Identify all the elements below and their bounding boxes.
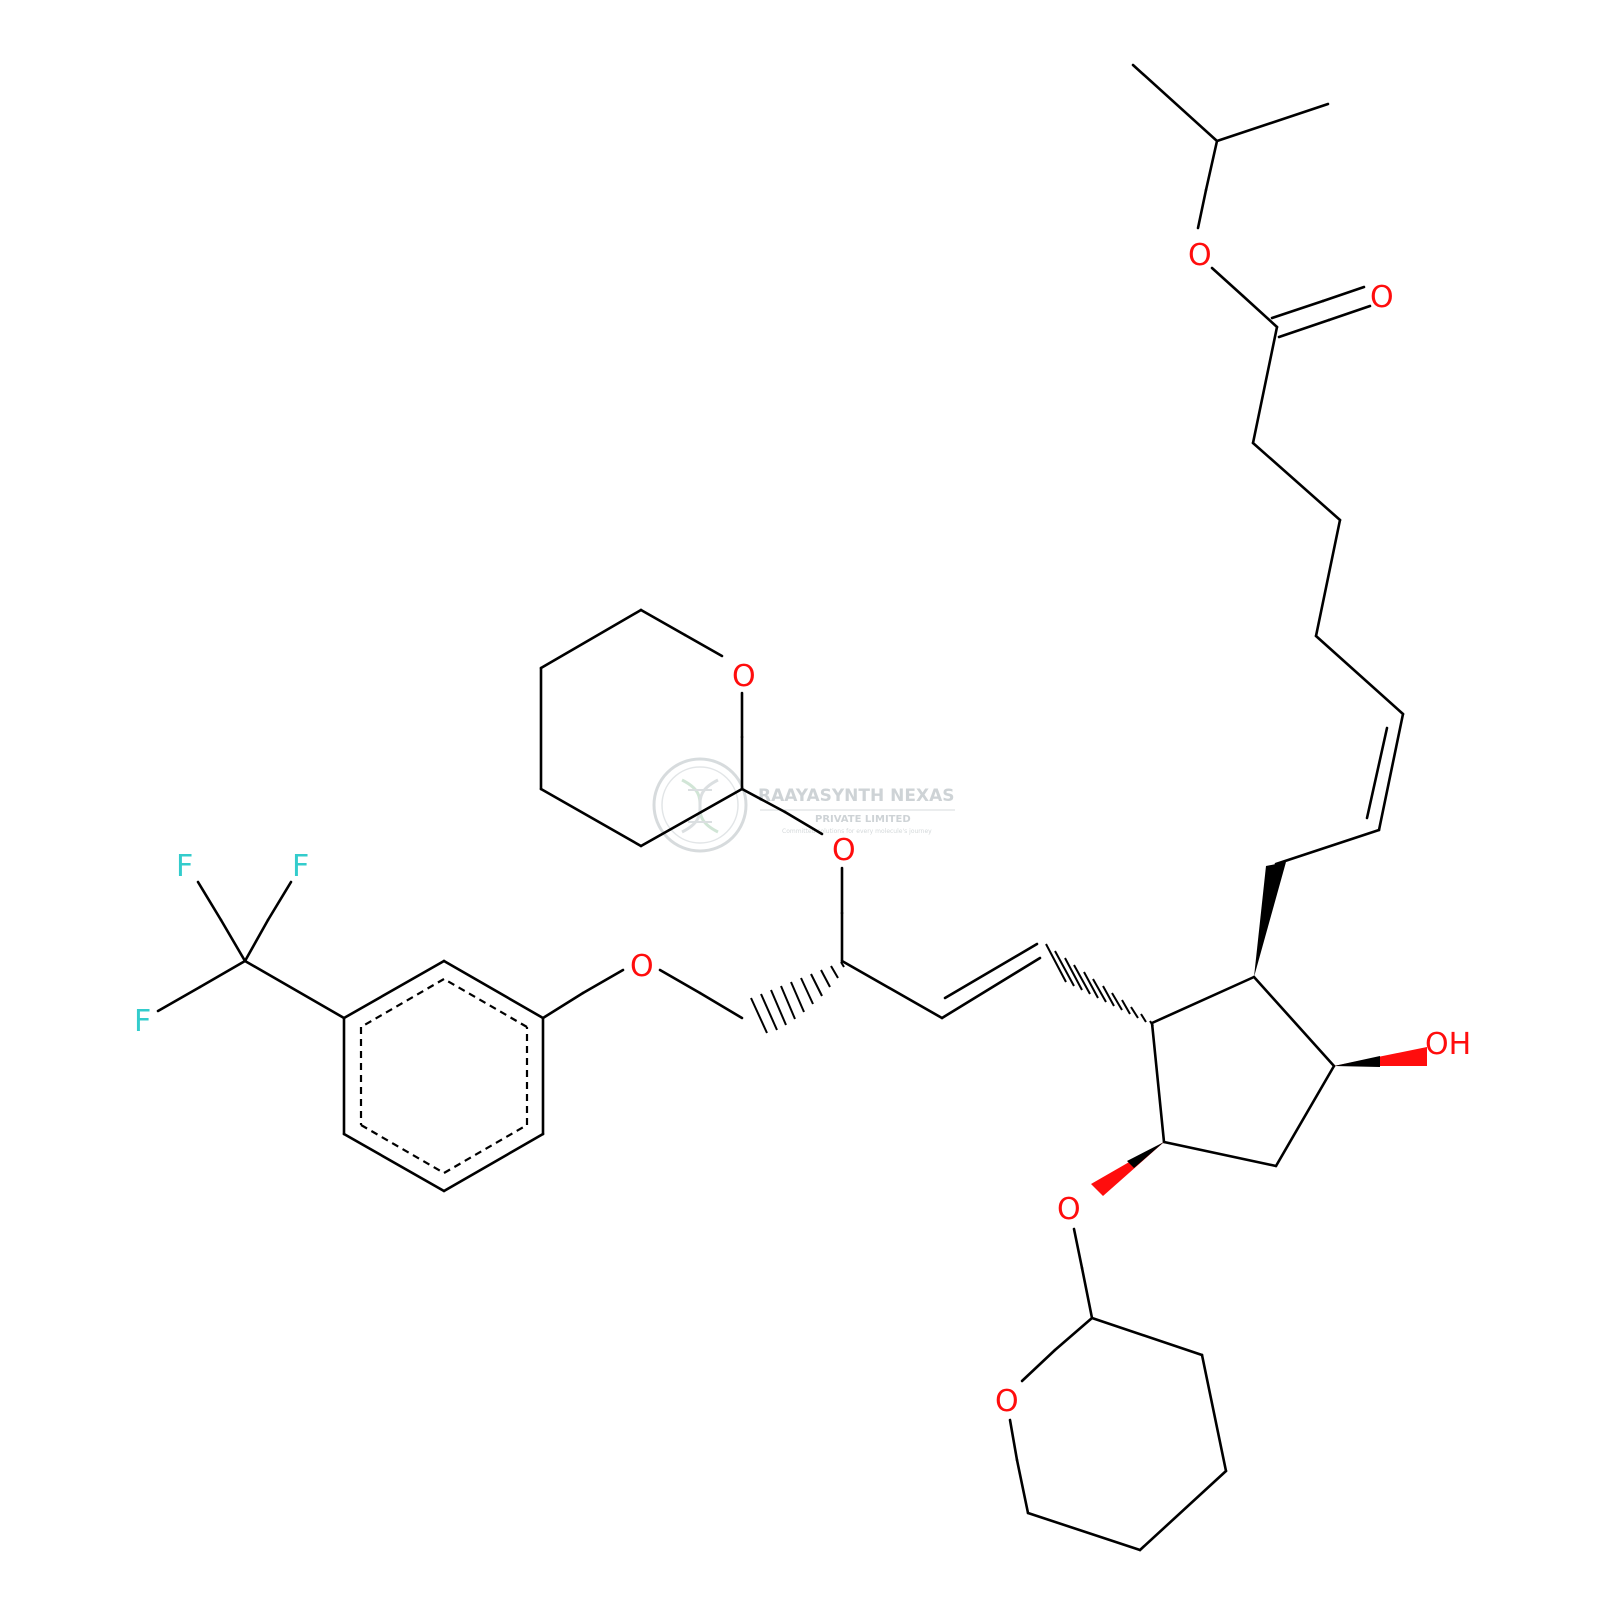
atom-o-ether: O <box>630 949 654 984</box>
atom-o-thp-top-link: O <box>832 833 856 868</box>
hash-bond-ch2 <box>750 961 845 1034</box>
cf3-group <box>156 880 346 1020</box>
watermark-tagline: Committed solutions for every molecule's… <box>782 828 932 835</box>
vinyl-double-bond <box>840 942 1042 1020</box>
atom-f-3: F <box>134 1004 151 1039</box>
thp-top-ring <box>539 608 824 848</box>
watermark-title: RAAYASYNTH NEXAS <box>758 786 955 806</box>
watermark: RAAYASYNTH NEXAS PRIVATE LIMITED Committ… <box>652 757 955 853</box>
benzene-ring <box>342 959 545 1193</box>
wedge-bond-chain <box>1254 862 1286 977</box>
atom-o-ester: O <box>1188 238 1212 273</box>
dna-logo-icon <box>652 757 748 853</box>
hash-bond-vinyl <box>1045 943 1154 1027</box>
thp-bottom-ring <box>1008 1227 1228 1552</box>
isopropyl-group <box>1131 63 1330 230</box>
atom-f-2: F <box>292 849 309 884</box>
atom-o-thp-top-ring: O <box>732 659 756 694</box>
ester-linkage <box>1210 266 1372 339</box>
atom-o-thp-bottom-ring: O <box>995 1384 1019 1419</box>
atom-hydroxyl: OH <box>1425 1027 1471 1062</box>
cyclopentane-ring <box>1150 975 1336 1168</box>
atom-o-thp-bottom-link: O <box>1057 1192 1081 1227</box>
atom-f-1: F <box>176 849 193 884</box>
alkyl-chain <box>1251 325 1405 866</box>
ether-linkage <box>541 968 744 1020</box>
atom-o-carbonyl: O <box>1370 280 1394 315</box>
watermark-subtitle: PRIVATE LIMITED <box>815 814 911 825</box>
